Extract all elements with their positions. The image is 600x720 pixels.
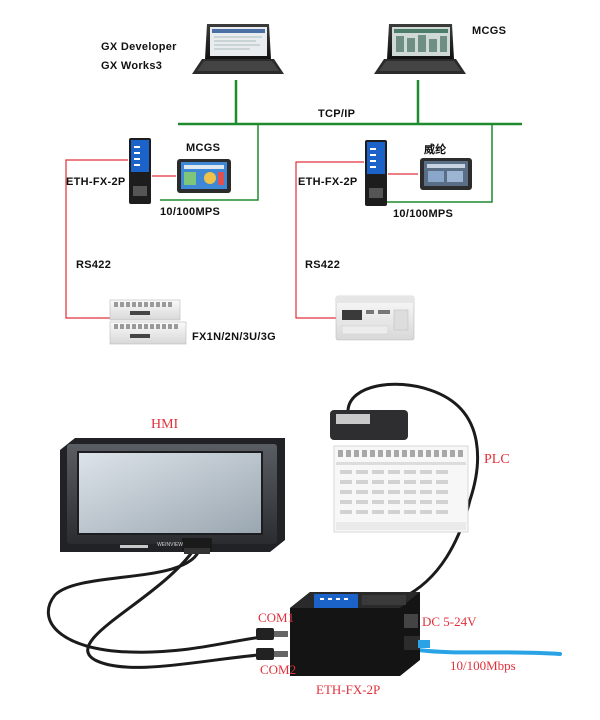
speed-label-right: 10/100MPS bbox=[393, 208, 454, 220]
eth-module-left-icon bbox=[129, 138, 151, 204]
plc-label-left: FX1N/2N/3U/3G bbox=[192, 331, 276, 343]
speed-label-left: 10/100MPS bbox=[160, 206, 221, 218]
hmi-title: HMI bbox=[151, 417, 179, 432]
serial-label-right: RS422 bbox=[305, 259, 341, 271]
fx-plc-left-icon bbox=[109, 299, 187, 345]
eth-fx-2p-device-icon bbox=[290, 592, 430, 676]
com1-label: COM1 bbox=[258, 610, 295, 625]
cables bbox=[46, 382, 562, 669]
hmi-panel-icon bbox=[60, 438, 285, 554]
com-plugs bbox=[256, 628, 288, 660]
tcp-ip-network bbox=[160, 80, 522, 203]
plc-title: PLC bbox=[484, 452, 510, 467]
hmi-brand-text: WEINVIEW bbox=[157, 542, 183, 548]
eth-module-right-icon bbox=[365, 140, 387, 206]
network-label: TCP/IP bbox=[318, 108, 356, 120]
power-label: DC 5-24V bbox=[422, 614, 477, 629]
device-label: ETH-FX-2P bbox=[316, 682, 381, 697]
plc-unit-icon bbox=[330, 410, 469, 533]
mcgs-hmi-icon bbox=[177, 159, 231, 193]
fx3u-plc-right-icon bbox=[335, 295, 415, 341]
software-label-gx-works3: GX Works3 bbox=[101, 60, 163, 72]
software-label-gx-developer: GX Developer bbox=[101, 41, 177, 53]
laptop-right-icon bbox=[374, 24, 466, 74]
module-label-left: ETH-FX-2P bbox=[66, 176, 126, 188]
serial-label-left: RS422 bbox=[76, 259, 112, 271]
software-label-mcgs: MCGS bbox=[472, 25, 507, 37]
speed-label-bottom: 10/100Mbps bbox=[450, 658, 516, 673]
hmi-label-right: 威纶 bbox=[424, 143, 447, 156]
com2-label: COM2 bbox=[260, 662, 297, 677]
serial-links bbox=[65, 159, 418, 319]
hmi-label-left: MCGS bbox=[186, 142, 221, 154]
weinview-hmi-icon bbox=[420, 158, 472, 190]
module-label-right: ETH-FX-2P bbox=[298, 176, 358, 188]
laptop-left-icon bbox=[192, 24, 284, 74]
